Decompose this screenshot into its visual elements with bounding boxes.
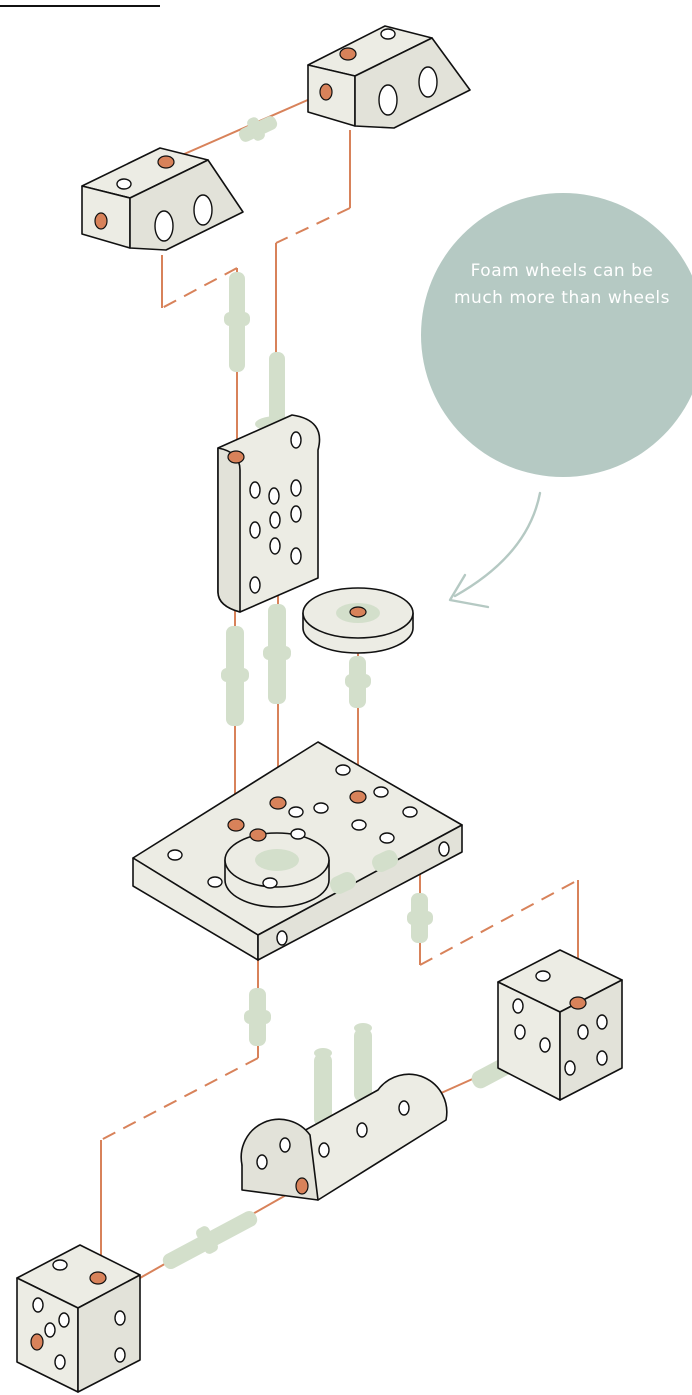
connector-lines bbox=[100, 91, 579, 1279]
cube-block-left bbox=[16, 1244, 141, 1393]
base-plate-orange-holes bbox=[227, 790, 367, 842]
peg-vertical-5 bbox=[345, 656, 371, 708]
base-plate-holes bbox=[167, 764, 450, 946]
peg-vertical-4 bbox=[263, 604, 291, 704]
peg-vertical-6 bbox=[407, 893, 433, 943]
peg-vertical-3 bbox=[221, 626, 249, 726]
wedge-block-left bbox=[81, 147, 244, 251]
wedge-block-right bbox=[307, 25, 471, 129]
callout-arrow-icon bbox=[448, 491, 542, 609]
half-cylinder-block bbox=[240, 1073, 448, 1201]
base-plate bbox=[132, 741, 463, 961]
peg-half-cylinder-1 bbox=[314, 1048, 332, 1127]
peg-half-cylinder-2 bbox=[354, 1023, 372, 1102]
callout-bubble bbox=[421, 193, 692, 477]
header-rule bbox=[0, 5, 160, 7]
peg-vertical-7 bbox=[244, 988, 271, 1046]
cube-block-right bbox=[497, 949, 623, 1101]
peg-top-horizontal bbox=[238, 116, 278, 142]
tall-rounded-block bbox=[217, 414, 321, 613]
callout-text: Foam wheels can be much more than wheels bbox=[453, 261, 670, 308]
foam-wheel bbox=[302, 587, 414, 654]
peg-diagonal-bottom bbox=[162, 1210, 258, 1270]
peg-vertical-1 bbox=[224, 272, 250, 372]
